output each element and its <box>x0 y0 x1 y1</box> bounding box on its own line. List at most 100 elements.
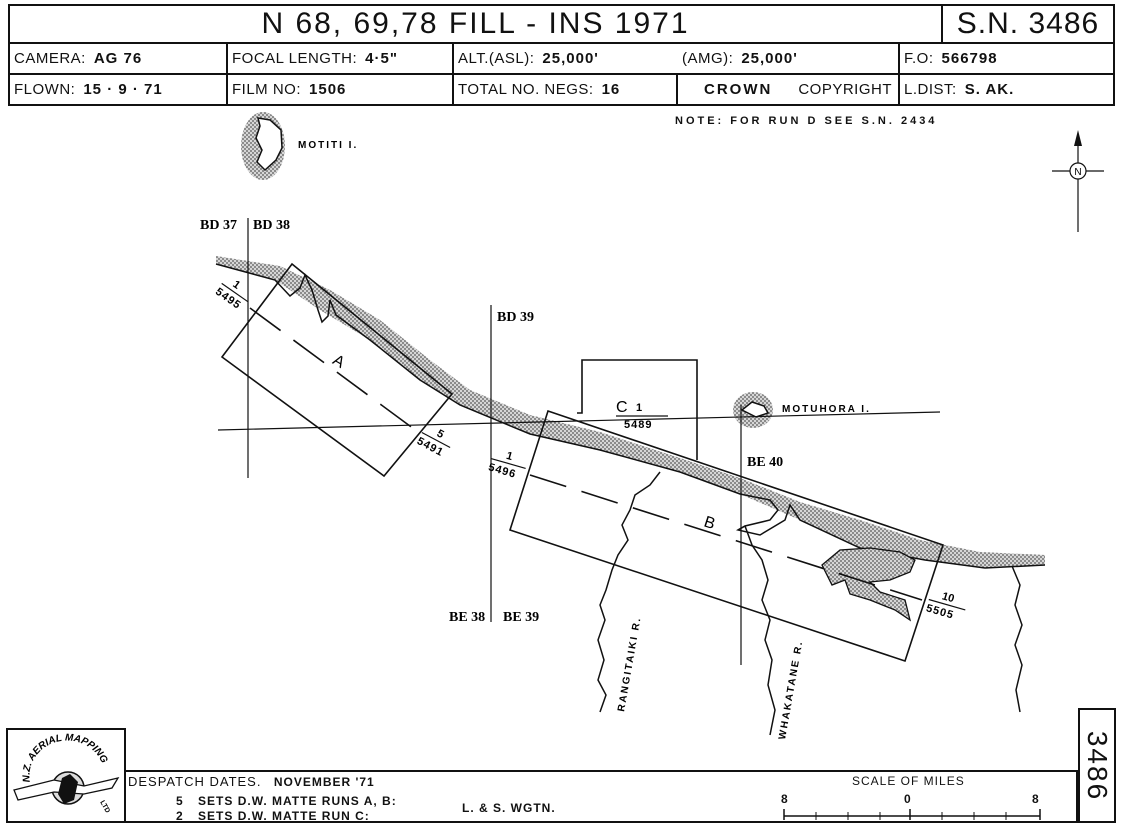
l-dist-label: L.DIST: <box>904 81 957 98</box>
label-be39: BE 39 <box>503 610 539 625</box>
flown-label: FLOWN: <box>14 81 76 98</box>
run-a-flight-line <box>249 307 419 433</box>
despatch-line-2: 2 SETS D.W. MATTE RUN C: <box>176 809 370 823</box>
sheet-number-box: S.N. 3486 <box>943 4 1115 44</box>
despatch-label: DESPATCH DATES. <box>128 774 262 789</box>
rangitaiki-branch <box>737 525 746 531</box>
copyright-text: COPYRIGHT <box>798 81 892 98</box>
map-title-text: N 68, 69,78 FILL - INS 1971 <box>261 7 690 40</box>
coastal-shading <box>216 256 1045 568</box>
logo-nz-map-icon <box>58 774 78 804</box>
side-sheet-number-box: 3486 <box>1078 708 1116 823</box>
rangitaiki-river <box>597 471 661 713</box>
label-be40: BE 40 <box>747 455 783 470</box>
label-bd37: BD 37 <box>200 218 237 233</box>
alt-asl-value: 25,000' <box>542 50 599 67</box>
run-c-num: 1 <box>636 402 642 414</box>
focal-length-label: FOCAL LENGTH: <box>232 50 358 67</box>
info-row-1: CAMERA: AG 76 FOCAL LENGTH: 4·5" ALT.(AS… <box>8 44 1115 75</box>
alt-asl-cell: ALT.(ASL): 25,000' <box>454 44 678 73</box>
run-a-end-num: 5 <box>435 428 446 441</box>
despatch-line-1-text: SETS D.W. MATTE RUNS A, B: <box>198 794 397 808</box>
company-logo: N.Z. AERIAL MAPPING LTD <box>13 732 120 815</box>
run-c-film: 5489 <box>624 419 652 431</box>
l-dist-value: S. AK. <box>964 81 1015 98</box>
l-dist-cell: L.DIST: S. AK. <box>900 75 1115 104</box>
label-motiti: MOTITI I. <box>298 140 358 151</box>
alt-amg-value: 25,000' <box>741 50 798 67</box>
label-bd38: BD 38 <box>253 218 290 233</box>
run-b-start: 1 5496 <box>487 450 526 481</box>
copyright-cell: CROWN COPYRIGHT <box>678 75 900 104</box>
scale-bar <box>783 809 1041 820</box>
camera-label: CAMERA: <box>14 50 86 67</box>
whakatane-river <box>744 525 776 736</box>
label-rangitaiki: RANGITAIKI R. <box>616 616 644 713</box>
despatch-bar: DESPATCH DATES. NOVEMBER '71 5 SETS D.W.… <box>126 770 1078 823</box>
despatch-line-1: 5 SETS D.W. MATTE RUNS A, B: <box>176 794 397 808</box>
north-arrow: N <box>1052 130 1104 232</box>
label-whakatane: WHAKATANE R. <box>777 639 805 740</box>
camera-cell: CAMERA: AG 76 <box>10 44 228 73</box>
run-d-note: NOTE: FOR RUN D SEE S.N. 2434 <box>675 115 938 127</box>
label-motuhora: MOTUHORA I. <box>782 404 871 415</box>
crown-text: CROWN <box>704 81 773 98</box>
sheet-number: S.N. 3486 <box>956 7 1100 40</box>
camera-value: AG 76 <box>93 50 143 67</box>
focal-length-cell: FOCAL LENGTH: 4·5" <box>228 44 454 73</box>
run-b-start-num: 1 <box>505 450 514 463</box>
ohiwa-harbour <box>821 547 916 622</box>
run-a-start-film: 5495 <box>213 286 243 312</box>
despatch-line-2-text: SETS D.W. MATTE RUN C: <box>198 809 370 823</box>
info-row-2: FLOWN: 15 · 9 · 71 FILM NO: 1506 TOTAL N… <box>8 75 1115 106</box>
motuhora-island <box>740 401 770 418</box>
side-sheet-number: 3486 <box>1082 730 1113 801</box>
despatch-line: DESPATCH DATES. NOVEMBER '71 <box>128 774 375 789</box>
total-negs-value: 16 <box>601 81 621 98</box>
run-b-flight-line <box>529 474 923 601</box>
motiti-island <box>255 117 283 172</box>
run-a-end: 5 5491 <box>415 428 451 459</box>
run-c-letter: C <box>616 399 628 416</box>
despatch-line-2-count: 2 <box>176 809 184 823</box>
total-negs-cell: TOTAL NO. NEGS: 16 <box>454 75 678 104</box>
scale-right-value: 8 <box>1032 792 1040 806</box>
film-no-cell: FILM NO: 1506 <box>228 75 454 104</box>
scale-mid-value: 0 <box>904 792 912 806</box>
eastern-stream <box>1011 565 1023 713</box>
despatch-value: NOVEMBER '71 <box>273 775 375 789</box>
scale-left-value: 8 <box>781 792 789 806</box>
fo-value: 566798 <box>941 50 998 67</box>
alt-amg-cell: (AMG): 25,000' <box>678 44 900 73</box>
run-b-end: 10 5505 <box>925 590 966 622</box>
despatch-line-1-count: 5 <box>176 794 184 808</box>
run-a-frame <box>220 262 454 478</box>
run-a-letter: A <box>330 352 348 372</box>
run-b-frame <box>508 409 945 663</box>
label-be38: BE 38 <box>449 610 485 625</box>
run-a-start-num: 1 <box>230 278 242 291</box>
run-b-end-num: 10 <box>941 590 956 605</box>
flown-value: 15 · 9 · 71 <box>83 81 163 98</box>
focal-length-value: 4·5" <box>365 50 398 67</box>
coastline <box>215 263 1046 569</box>
fo-label: F.O: <box>904 50 934 67</box>
alt-amg-label: (AMG): <box>682 50 734 67</box>
film-no-value: 1506 <box>309 81 347 98</box>
label-bd39: BD 39 <box>497 310 534 325</box>
run-c-frame <box>577 359 698 460</box>
run-a-start: 1 5495 <box>213 278 249 312</box>
despatch-recipient: L. & S. WGTN. <box>462 801 556 815</box>
alt-asl-label: ALT.(ASL): <box>458 50 535 67</box>
logo-sub: LTD <box>98 800 111 815</box>
map-title: N 68, 69,78 FILL - INS 1971 <box>8 4 943 44</box>
scale-title: SCALE OF MILES <box>852 774 965 788</box>
film-no-label: FILM NO: <box>232 81 302 98</box>
run-b-letter: B <box>702 514 717 533</box>
company-logo-box: N.Z. AERIAL MAPPING LTD <box>6 728 126 823</box>
total-negs-label: TOTAL NO. NEGS: <box>458 81 594 98</box>
fo-cell: F.O: 566798 <box>900 44 1115 73</box>
flown-cell: FLOWN: 15 · 9 · 71 <box>10 75 228 104</box>
north-letter: N <box>1074 167 1081 178</box>
